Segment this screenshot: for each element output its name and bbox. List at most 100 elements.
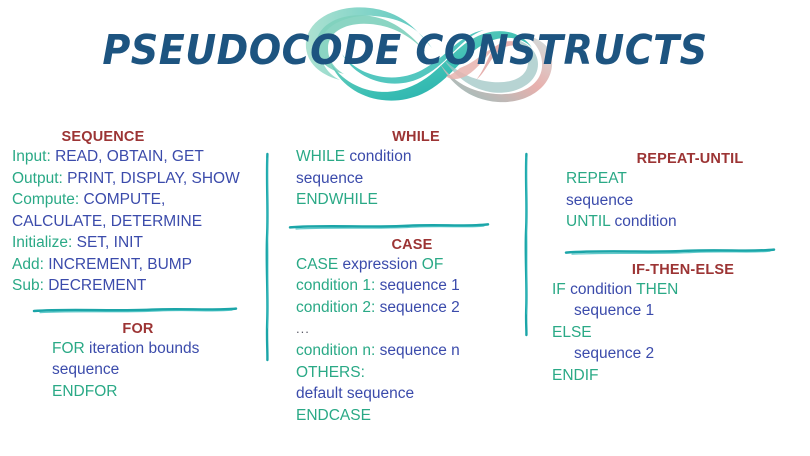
block-lines-sequence: Input: READ, OBTAIN, GET Output: PRINT, … (4, 146, 262, 297)
keyword: Sub: (12, 277, 44, 294)
block-header-sequence: SEQUENCE (61, 129, 145, 145)
code-line: FOR iteration bounds (52, 338, 262, 360)
keyword: Input: (12, 148, 51, 165)
keyword-trailing: THEN (636, 280, 679, 298)
keyword: ENDIF (552, 366, 599, 384)
code-text: sequence (566, 191, 634, 209)
keyword: REPEAT (566, 170, 627, 187)
keyword: Compute: (12, 191, 80, 208)
code-text: expression (338, 255, 422, 273)
code-line: Initialize: SET, INIT (12, 232, 262, 254)
code-text: condition (610, 213, 677, 230)
code-text: COMPUTE, (79, 191, 166, 208)
code-line: condition 1: sequence 1 (296, 275, 500, 297)
block-header-if-then-else: IF-THEN-ELSE (631, 261, 735, 278)
code-line: condition n: sequence n (296, 340, 500, 362)
code-line: UNTIL condition (566, 211, 798, 233)
code-text: INCREMENT, BUMP (43, 255, 193, 273)
keyword: Initialize: (12, 234, 73, 251)
construct-block-if-then-else: IF-THEN-ELSE IF condition THEN sequence … (540, 261, 798, 387)
vertical-divider-1 (264, 152, 271, 362)
code-line-ellipsis: ... (296, 321, 310, 336)
horizontal-divider-left (32, 302, 238, 318)
code-line: sequence (52, 359, 262, 381)
code-line: sequence 2 (552, 343, 798, 365)
code-line: condition 2: sequence 2 (296, 297, 500, 319)
block-lines-repeat-until: REPEAT sequence UNTIL condition (540, 168, 798, 233)
code-line: CASE expression OF (296, 254, 500, 276)
construct-block-while: WHILE WHILE condition sequence ENDWHILE (282, 128, 500, 211)
code-text: sequence (296, 169, 364, 187)
construct-block-for: FOR FOR iteration bounds sequence ENDFOR (4, 320, 262, 403)
keyword: condition 2: (296, 298, 376, 316)
code-line: REPEAT (566, 168, 798, 190)
code-line: Add: INCREMENT, BUMP (12, 254, 262, 276)
code-line: Sub: DECREMENT (12, 275, 262, 297)
block-header-for: FOR (122, 320, 154, 337)
code-text: sequence 2 (574, 345, 655, 362)
page-title: PSEUDOCODE CONSTRUCTS (102, 26, 708, 74)
keyword: ENDCASE (296, 406, 371, 424)
construct-block-case: CASE CASE expression OF condition 1: seq… (282, 236, 500, 427)
code-line: Compute: COMPUTE, (12, 189, 262, 211)
code-text: default sequence (296, 385, 415, 402)
keyword: ENDFOR (52, 382, 118, 400)
keyword: Output: (12, 169, 63, 187)
block-header-case: CASE (391, 236, 433, 253)
keyword: WHILE (296, 148, 346, 165)
keyword: ENDWHILE (296, 191, 378, 208)
horizontal-divider-middle (288, 218, 490, 234)
block-header-repeat-until: REPEAT-UNTIL (636, 151, 744, 167)
keyword: Add: (12, 255, 44, 273)
code-text: condition (565, 280, 637, 298)
code-line: ELSE (552, 322, 798, 344)
construct-block-sequence: SEQUENCE Input: READ, OBTAIN, GET Output… (4, 128, 262, 297)
construct-block-repeat-until: REPEAT-UNTIL REPEAT sequence UNTIL condi… (540, 150, 798, 233)
code-text: sequence 2 (375, 298, 460, 316)
keyword: UNTIL (566, 213, 611, 230)
block-lines-for: FOR iteration bounds sequence ENDFOR (4, 338, 262, 403)
code-line: default sequence (296, 383, 500, 405)
code-text: sequence (52, 361, 120, 378)
keyword: IF (552, 280, 566, 298)
poster-header: PSEUDOCODE CONSTRUCTS (0, 0, 810, 120)
keyword-trailing: OF (421, 255, 444, 273)
column-middle: WHILE WHILE condition sequence ENDWHILE … (282, 128, 500, 426)
keyword: ELSE (552, 323, 592, 341)
code-text: CALCULATE, DETERMINE (12, 212, 203, 230)
code-text: sequence 1 (574, 302, 655, 319)
keyword: condition n: (296, 342, 376, 359)
code-line: Output: PRINT, DISPLAY, SHOW (12, 168, 262, 190)
code-line: WHILE condition (296, 146, 500, 168)
horizontal-divider-right (564, 243, 776, 259)
block-header-while: WHILE (392, 129, 440, 145)
code-line: ENDWHILE (296, 189, 500, 211)
code-line: Input: READ, OBTAIN, GET (12, 146, 262, 168)
code-text: READ, OBTAIN, GET (50, 148, 204, 165)
code-line: sequence 1 (552, 300, 798, 322)
code-line: ENDCASE (296, 405, 500, 427)
code-line: IF condition THEN (552, 279, 798, 301)
code-text: SET, INIT (72, 234, 143, 251)
column-left: SEQUENCE Input: READ, OBTAIN, GET Output… (4, 128, 262, 402)
code-line: ENDIF (552, 365, 798, 387)
keyword: condition 1: (296, 277, 376, 294)
block-lines-if-then-else: IF condition THEN sequence 1 ELSE sequen… (540, 279, 798, 387)
code-line: sequence (296, 168, 500, 190)
code-text: DECREMENT (43, 277, 147, 294)
block-lines-case: CASE expression OF condition 1: sequence… (282, 254, 500, 427)
code-text: iteration bounds (84, 339, 200, 357)
code-line: OTHERS: (296, 362, 500, 384)
column-right: REPEAT-UNTIL REPEAT sequence UNTIL condi… (540, 128, 798, 386)
code-line: ENDFOR (52, 381, 262, 403)
block-lines-while: WHILE condition sequence ENDWHILE (282, 146, 500, 211)
code-line: sequence (566, 190, 798, 212)
code-text: sequence n (375, 342, 460, 359)
keyword: CASE (296, 255, 339, 273)
code-text: condition (345, 148, 412, 165)
keyword: FOR (52, 339, 85, 357)
code-text: sequence 1 (375, 277, 460, 294)
code-text: PRINT, DISPLAY, SHOW (62, 169, 240, 187)
constructs-grid: SEQUENCE Input: READ, OBTAIN, GET Output… (0, 128, 810, 448)
